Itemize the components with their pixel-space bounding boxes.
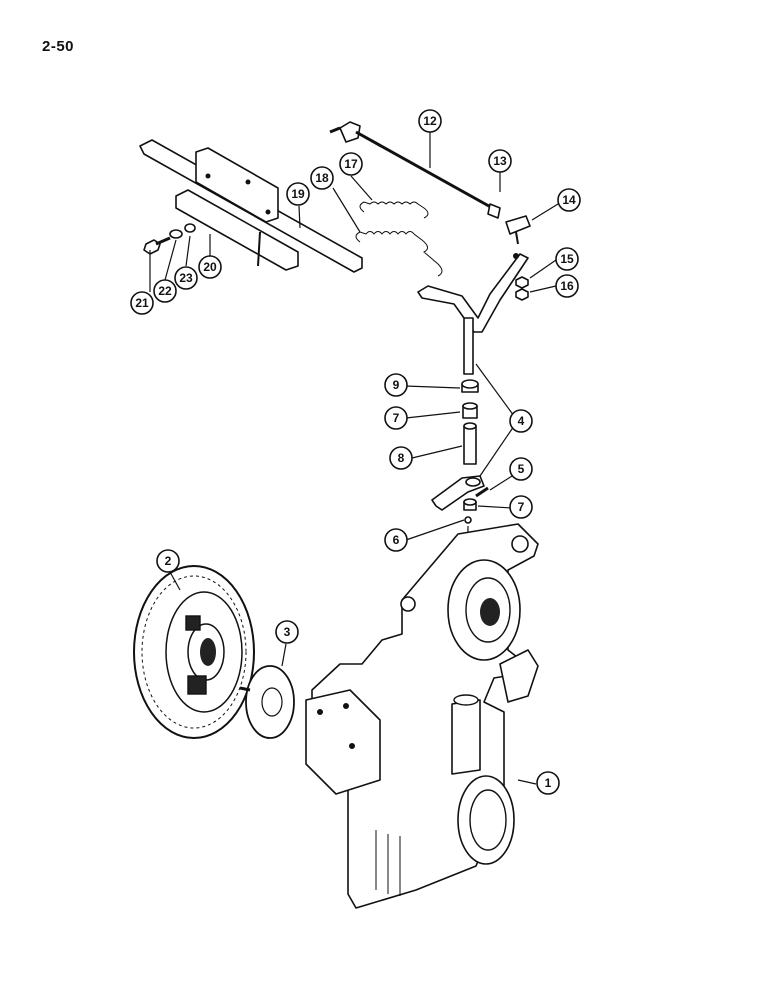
springs bbox=[355, 201, 443, 277]
callout-14: 14 bbox=[557, 188, 581, 212]
nuts bbox=[515, 276, 529, 301]
svg-text:18: 18 bbox=[315, 171, 329, 185]
callout-9: 9 bbox=[384, 373, 408, 397]
svg-text:17: 17 bbox=[344, 157, 358, 171]
svg-text:7: 7 bbox=[518, 500, 525, 514]
callout-8: 8 bbox=[389, 446, 413, 470]
svg-text:22: 22 bbox=[158, 284, 172, 298]
svg-text:15: 15 bbox=[560, 252, 574, 266]
svg-text:19: 19 bbox=[291, 187, 305, 201]
callout-22: 22 bbox=[153, 279, 177, 303]
callout-7-upper: 7 bbox=[384, 406, 408, 430]
callout-23: 23 bbox=[174, 266, 198, 290]
drive-gear bbox=[133, 565, 255, 739]
svg-text:1: 1 bbox=[545, 776, 552, 790]
callout-1: 1 bbox=[536, 771, 560, 795]
throttle-rod bbox=[329, 121, 501, 219]
leader-lines bbox=[149, 132, 559, 785]
page-number: 2-50 bbox=[42, 38, 75, 55]
callout-7-lower: 7 bbox=[509, 495, 533, 519]
svg-text:3: 3 bbox=[284, 625, 291, 639]
svg-text:13: 13 bbox=[493, 154, 507, 168]
gear-hub bbox=[239, 665, 295, 739]
fasteners-21-23 bbox=[143, 223, 196, 255]
callout-21: 21 bbox=[130, 291, 154, 315]
svg-text:8: 8 bbox=[398, 451, 405, 465]
svg-text:21: 21 bbox=[135, 296, 149, 310]
callout-12: 12 bbox=[418, 109, 442, 133]
rod-end-fitting bbox=[505, 215, 531, 245]
svg-text:12: 12 bbox=[423, 114, 437, 128]
svg-text:14: 14 bbox=[562, 193, 576, 207]
callout-5: 5 bbox=[509, 457, 533, 481]
svg-text:20: 20 bbox=[203, 260, 217, 274]
callout-3: 3 bbox=[275, 620, 299, 644]
callout-16: 16 bbox=[555, 274, 579, 298]
callout-18: 18 bbox=[310, 166, 334, 190]
svg-text:2: 2 bbox=[165, 554, 172, 568]
svg-text:7: 7 bbox=[393, 411, 400, 425]
svg-text:6: 6 bbox=[393, 533, 400, 547]
linkage-bars bbox=[139, 139, 363, 273]
callout-15: 15 bbox=[555, 247, 579, 271]
callout-13: 13 bbox=[488, 149, 512, 173]
svg-text:23: 23 bbox=[179, 271, 193, 285]
control-lever-upper bbox=[417, 253, 529, 375]
svg-text:5: 5 bbox=[518, 462, 525, 476]
callout-19: 19 bbox=[286, 182, 310, 206]
svg-text:4: 4 bbox=[518, 414, 525, 428]
callout-2: 2 bbox=[156, 549, 180, 573]
shaft-stack bbox=[431, 379, 489, 681]
callout-4: 4 bbox=[509, 409, 533, 433]
svg-text:16: 16 bbox=[560, 279, 574, 293]
callout-17: 17 bbox=[339, 152, 363, 176]
svg-text:9: 9 bbox=[393, 378, 400, 392]
callout-6: 6 bbox=[384, 528, 408, 552]
timing-housing bbox=[305, 523, 539, 909]
callout-20: 20 bbox=[198, 255, 222, 279]
